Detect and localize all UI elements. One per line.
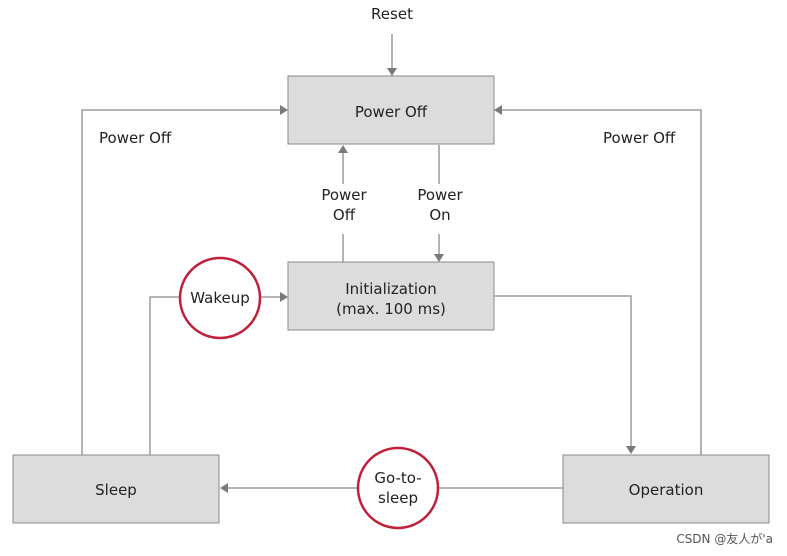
power-on-label-line1: Power: [417, 186, 463, 204]
power-on-label-line2: On: [429, 206, 450, 224]
init-to-operation-arrow: [494, 295, 632, 447]
operation-label: Operation: [629, 481, 704, 499]
watermark: CSDN @友人が'a: [676, 531, 773, 546]
reset-arrowhead: [387, 68, 397, 76]
initialization-label-line2: (max. 100 ms): [336, 300, 446, 318]
init-to-power-off-label-line2: Off: [333, 206, 356, 224]
wakeup-arrowhead: [280, 292, 288, 302]
power-off-right-label: Power Off: [603, 129, 676, 147]
sleep-label: Sleep: [95, 481, 137, 499]
go-to-sleep-arrowhead: [220, 483, 228, 493]
power-off-left-label: Power Off: [99, 129, 172, 147]
wakeup-circle: [178, 256, 262, 340]
power-on-arrowhead: [434, 254, 444, 262]
sleep-state: Sleep: [12, 454, 220, 524]
go-to-sleep-circle: [356, 446, 440, 530]
power-off-state-label: Power Off: [355, 103, 428, 121]
init-to-operation-arrowhead: [626, 446, 636, 454]
wakeup-label: Wakeup: [190, 289, 249, 307]
init-to-power-off-label-line1: Power: [321, 186, 367, 204]
go-to-sleep-label-line2: sleep: [378, 489, 418, 507]
wakeup-arrow: [149, 296, 280, 455]
go-to-sleep-label-line1: Go-to-: [374, 469, 421, 487]
operation-state: Operation: [562, 454, 770, 524]
initialization-label-line1: Initialization: [345, 280, 436, 298]
operation-to-power-off-arrowhead: [494, 105, 502, 115]
init-to-power-off-arrowhead: [338, 145, 348, 153]
sleep-to-power-off-arrow: [81, 109, 280, 455]
sleep-to-power-off-arrowhead: [280, 105, 288, 115]
power-off-state: Power Off: [287, 75, 495, 145]
initialization-state: Initialization (max. 100 ms): [287, 261, 495, 331]
reset-label: Reset: [371, 5, 413, 23]
operation-to-power-off-arrow: [502, 109, 702, 455]
